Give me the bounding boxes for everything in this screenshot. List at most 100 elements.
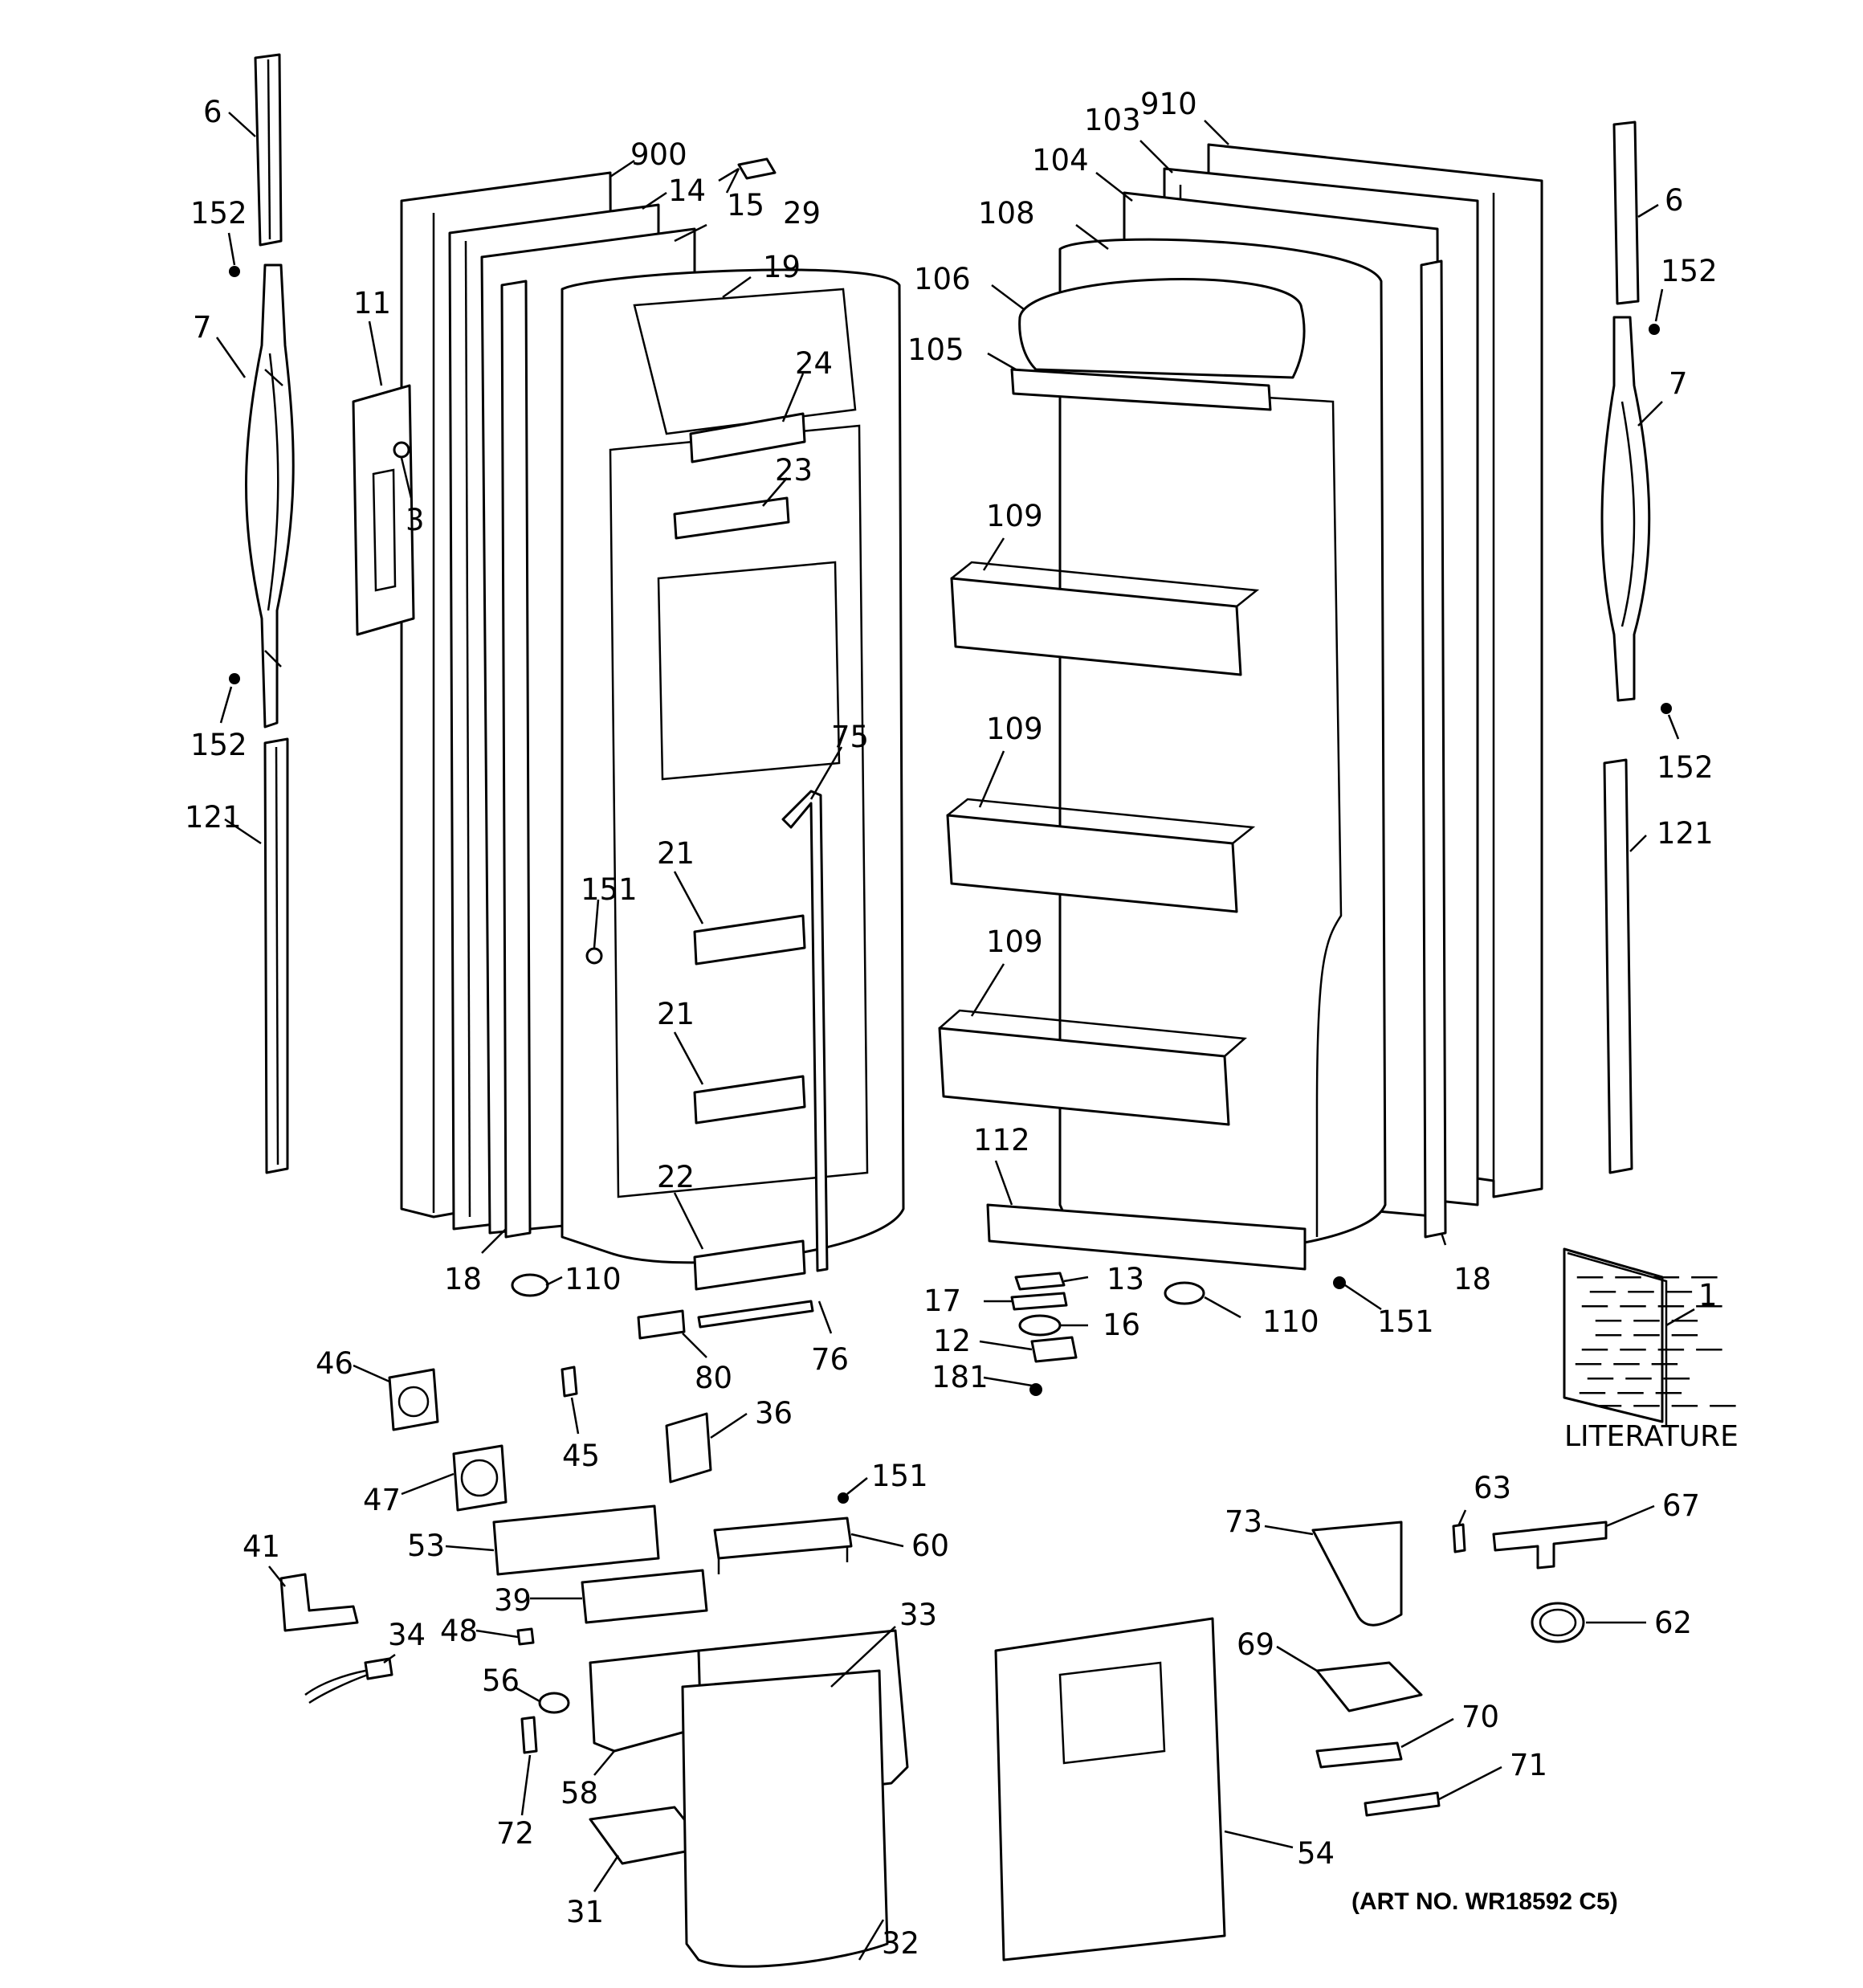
callout-24: 24 — [795, 346, 833, 381]
callout-41: 41 — [243, 1529, 280, 1564]
wire-harness-29 — [737, 157, 777, 180]
callout-53: 53 — [407, 1529, 445, 1563]
callout-11: 11 — [353, 286, 391, 320]
breaker-strip-18-right — [1420, 259, 1447, 1239]
callout-6-right: 6 — [1665, 183, 1684, 218]
callout-71: 71 — [1510, 1748, 1547, 1782]
shelf-rail-24 — [689, 412, 806, 463]
spring-63 — [1452, 1523, 1466, 1553]
art-number: (ART NO. WR18592 C5) — [1351, 1888, 1618, 1915]
hinge-cover-110-right — [1164, 1281, 1205, 1305]
circuit-board-39 — [581, 1569, 708, 1624]
hinge-12 — [1030, 1336, 1078, 1363]
handle-7-left — [245, 263, 295, 729]
callout-23: 23 — [775, 453, 813, 488]
bushing-56 — [538, 1692, 570, 1714]
screw-152-top-right — [1649, 324, 1660, 335]
callout-152-left-top: 152 — [190, 196, 247, 231]
callout-72: 72 — [496, 1816, 534, 1851]
callout-109-bottom: 109 — [986, 925, 1043, 959]
callout-73: 73 — [1225, 1504, 1262, 1539]
shelf-rail-22 — [693, 1239, 806, 1291]
breaker-strip-18-left — [500, 280, 532, 1239]
callout-32: 32 — [882, 1926, 919, 1961]
callout-75: 75 — [831, 720, 869, 754]
bracket-41 — [279, 1573, 359, 1632]
callout-105: 105 — [907, 333, 964, 367]
callout-21-lower: 21 — [657, 997, 695, 1031]
callout-121-left: 121 — [185, 800, 242, 835]
booklet-line-3: — — — — — [1580, 1288, 1723, 1321]
switch-72 — [520, 1716, 538, 1754]
left-handle-assembly — [229, 53, 295, 1174]
callout-39: 39 — [494, 1583, 532, 1618]
booklet-1 — [1563, 1247, 1664, 1423]
callout-103: 103 — [1084, 103, 1141, 137]
callout-151-door: 151 — [581, 872, 638, 907]
screw-152-top-left — [229, 266, 240, 277]
leader-lines — [215, 112, 1695, 1961]
callout-3: 3 — [406, 503, 425, 537]
callout-910: 910 — [1140, 87, 1197, 121]
callout-36: 36 — [755, 1396, 793, 1431]
chute-73 — [1311, 1521, 1403, 1627]
callout-63: 63 — [1474, 1471, 1511, 1505]
screw-151-door — [585, 947, 603, 965]
callout-18-left: 18 — [444, 1262, 482, 1296]
callout-34: 34 — [388, 1618, 426, 1652]
callout-109-top: 109 — [986, 499, 1043, 533]
callout-181: 181 — [932, 1360, 989, 1394]
ice-dispenser-parts — [994, 1521, 1608, 1961]
fresh-food-door-assembly — [938, 143, 1543, 1305]
callout-33: 33 — [899, 1598, 937, 1632]
harness-34 — [364, 1657, 393, 1680]
callout-31: 31 — [566, 1895, 604, 1929]
dairy-rail-105 — [1010, 368, 1272, 411]
callout-29: 29 — [783, 196, 821, 231]
booklet-line-1: — — — — — [1576, 1259, 1718, 1292]
callout-104: 104 — [1032, 143, 1089, 178]
callout-109-middle: 109 — [986, 712, 1043, 746]
door-bin-109-middle — [946, 814, 1238, 913]
shelf-rail-23 — [673, 496, 790, 540]
handle-mount-11 — [352, 384, 415, 636]
literature-booklet — [1563, 1247, 1668, 1426]
callout-6-left: 6 — [203, 95, 222, 129]
rod-71 — [1364, 1791, 1441, 1817]
booklet-line-2: — — — — [1588, 1274, 1694, 1307]
callout-108: 108 — [978, 196, 1035, 231]
callout-13: 13 — [1107, 1262, 1144, 1296]
switch-45 — [561, 1365, 578, 1398]
callout-110-left: 110 — [565, 1262, 622, 1296]
container-32 — [681, 1669, 889, 1968]
callout-152-right-top: 152 — [1661, 254, 1718, 288]
callout-18-right: 18 — [1453, 1262, 1491, 1296]
callout-7-right: 7 — [1669, 366, 1688, 401]
dispenser-parts — [279, 1365, 909, 1968]
handle-7-right — [1600, 316, 1651, 702]
screw-152-bottom-left — [229, 673, 240, 684]
callout-46: 46 — [316, 1346, 353, 1381]
callout-17: 17 — [923, 1284, 961, 1318]
bracket-60 — [713, 1517, 853, 1560]
screw-151-lower — [838, 1492, 849, 1504]
callout-19: 19 — [763, 250, 801, 284]
callout-80: 80 — [695, 1361, 732, 1395]
callout-16: 16 — [1103, 1308, 1140, 1342]
knob-46 — [388, 1368, 439, 1431]
trim-121-right — [1603, 758, 1633, 1174]
bracket-70 — [1315, 1741, 1403, 1769]
freezer-door-assembly — [352, 157, 905, 1340]
callout-62: 62 — [1654, 1606, 1692, 1640]
callout-58: 58 — [561, 1776, 598, 1810]
callout-106: 106 — [914, 262, 971, 296]
flap-69 — [1315, 1661, 1423, 1712]
water-tube-75 — [781, 790, 829, 1272]
booklet-line-10: — — — — — [1594, 1388, 1737, 1421]
screw-181 — [1029, 1383, 1042, 1396]
callout-67: 67 — [1662, 1488, 1700, 1523]
booklet-line-4: — — — — [1594, 1303, 1699, 1336]
callout-151-right: 151 — [1377, 1304, 1434, 1339]
booklet-line-7: — — — — [1574, 1346, 1679, 1379]
